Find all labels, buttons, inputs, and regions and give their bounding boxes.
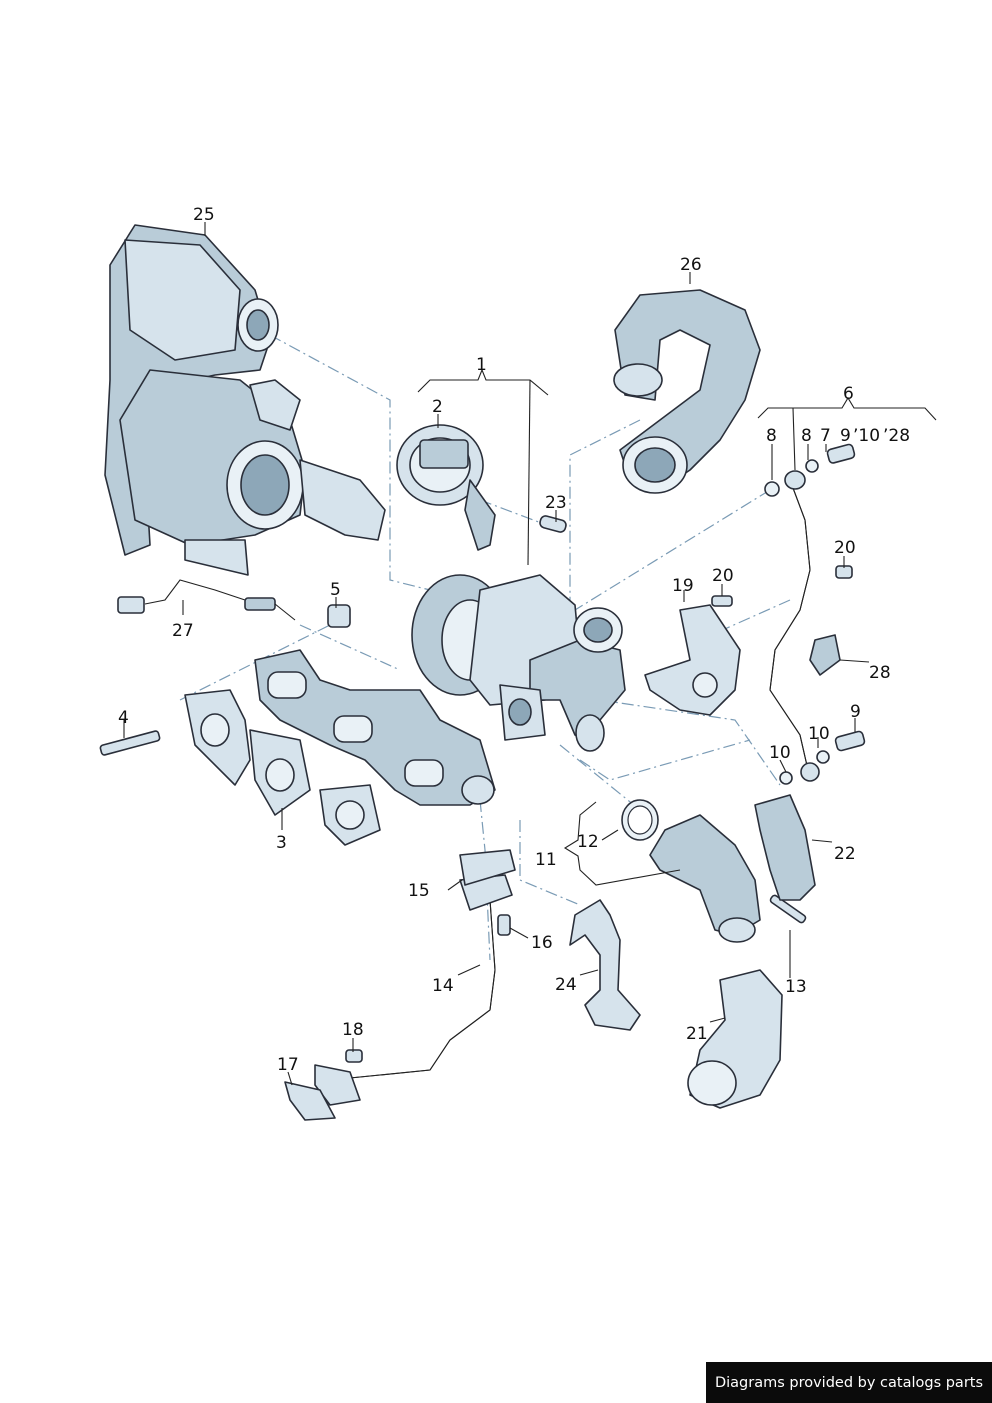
label-20b: 20: [712, 566, 734, 586]
heat-shield-hole: [692, 672, 718, 698]
stud-4: [99, 730, 161, 756]
label-21: 21: [686, 1024, 708, 1044]
label-14: 14: [432, 976, 454, 996]
label-5: 5: [330, 580, 341, 600]
label-26: 26: [680, 255, 702, 275]
label-3: 3: [276, 833, 287, 853]
label-23: 23: [545, 493, 567, 513]
exhaust-temp-sensor: [117, 579, 296, 621]
label-17: 17: [277, 1055, 299, 1075]
label-19: 19: [672, 576, 694, 596]
label-4: 4: [118, 708, 129, 728]
label-2: 2: [432, 397, 443, 417]
label-13: 13: [785, 977, 807, 997]
wastegate-actuator: [396, 424, 496, 551]
oil-supply-line: [711, 443, 866, 785]
label-27: 27: [172, 621, 194, 641]
label-28a: ’28: [883, 426, 910, 446]
charge-air-pipe: [621, 799, 807, 943]
label-7: 7: [820, 426, 831, 446]
label-8a: 8: [766, 426, 777, 446]
label-15: 15: [408, 881, 430, 901]
hose-22: [754, 794, 816, 901]
hose-21: [687, 969, 783, 1109]
label-9b: 9: [850, 702, 861, 722]
egr-pipe: [284, 849, 516, 1121]
label-1: 1: [476, 355, 487, 375]
label-6: 6: [843, 384, 854, 404]
label-20a: 20: [834, 538, 856, 558]
leader-lines: [123, 222, 937, 1086]
catalytic-converter: [104, 224, 386, 576]
label-28b: 28: [869, 663, 891, 683]
label-10b: 10: [808, 724, 830, 744]
pin-23: [539, 515, 567, 533]
label-18: 18: [342, 1020, 364, 1040]
credit-footer: Diagrams provided by catalogs parts: [706, 1362, 992, 1403]
label-12: 12: [577, 832, 599, 852]
label-25: 25: [193, 205, 215, 225]
intake-air-hose: [613, 289, 761, 494]
label-10c: 10: [769, 743, 791, 763]
label-11: 11: [535, 850, 557, 870]
pipe-24: [569, 899, 641, 1031]
label-8b: 8: [801, 426, 812, 446]
turbocharger: [411, 574, 626, 752]
nut-5: [327, 604, 351, 628]
label-16: 16: [531, 933, 553, 953]
label-9a: 9: [840, 426, 851, 446]
label-22: 22: [834, 844, 856, 864]
heat-shield: [644, 604, 741, 716]
label-24: 24: [555, 975, 577, 995]
manifold-gaskets: [184, 689, 381, 846]
label-10a: ’10: [853, 426, 880, 446]
exhaust-manifold: [254, 649, 496, 806]
part-labels: 25 1 2 23 26 6 8 8 7 9 ’10 ’28 20 20 19 …: [118, 205, 910, 1075]
